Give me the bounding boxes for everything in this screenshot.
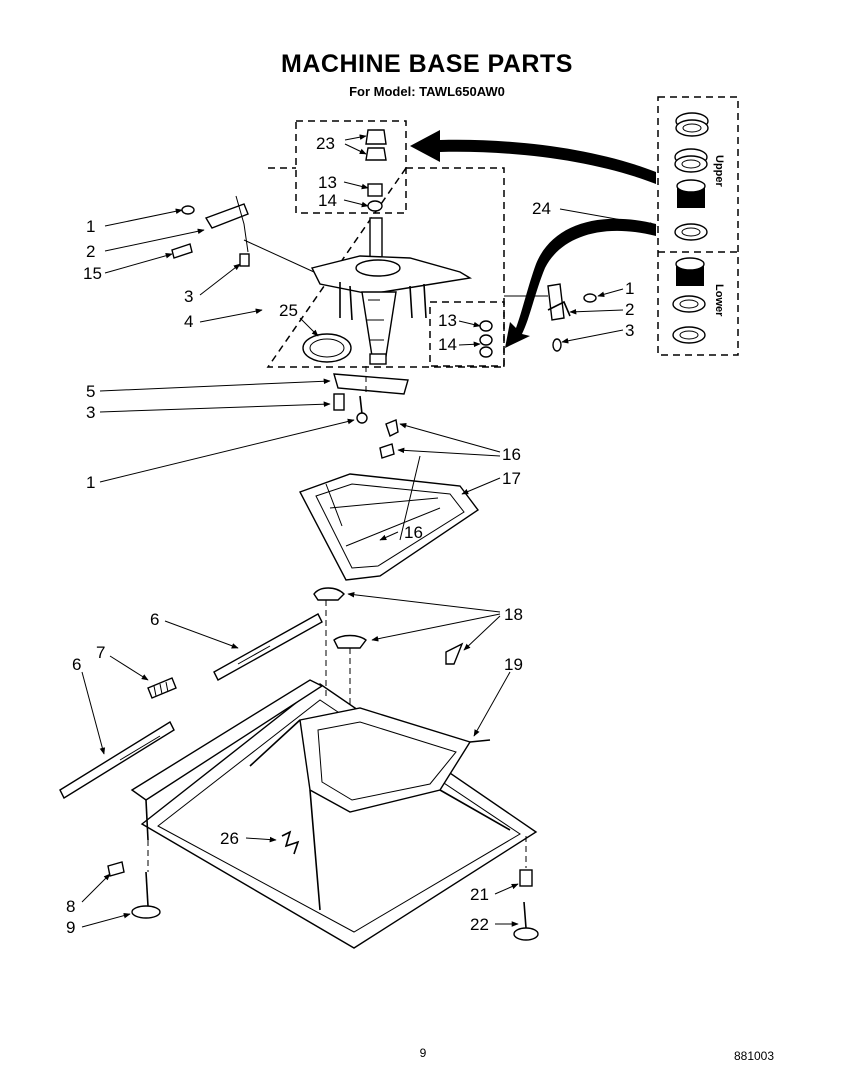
callout-18: 18 — [504, 605, 523, 624]
part-13-14-top — [367, 183, 383, 212]
callout-8: 8 — [66, 897, 75, 916]
callout-21: 21 — [470, 885, 489, 904]
part-18-clips — [313, 587, 464, 665]
callout-22: 22 — [470, 915, 489, 934]
part-19-base-frame — [130, 679, 538, 949]
callout-17: 17 — [502, 469, 521, 488]
callout-6: 6 — [72, 655, 81, 674]
callout-14: 14 — [438, 335, 457, 354]
upper-kit-label: Upper — [713, 155, 725, 188]
callout-1: 1 — [86, 473, 95, 492]
part-9-leveling-foot — [131, 871, 161, 919]
callout-15: 15 — [83, 264, 102, 283]
transmission-assembly — [310, 217, 473, 365]
part-21-nut — [519, 869, 533, 887]
part-7-roller — [147, 677, 177, 699]
part-8-screw — [107, 861, 125, 877]
page-title: MACHINE BASE PARTS — [281, 50, 573, 78]
callout-7: 7 — [96, 643, 105, 662]
callout-9: 9 — [66, 918, 75, 937]
upper-seal-parts — [674, 112, 709, 241]
callout-23: 23 — [316, 134, 335, 153]
part-6-rail-upper — [213, 613, 323, 681]
seal-kit-panel: Upper Lower — [657, 96, 739, 356]
left-bracket-hardware — [171, 195, 315, 273]
part-23-caps — [365, 129, 387, 161]
part-5-bracket — [333, 373, 409, 424]
callout-25: 25 — [279, 301, 298, 320]
callout-19: 19 — [504, 655, 523, 674]
page-number: 9 — [420, 1046, 427, 1060]
model-line: For Model: TAWL650AW0 — [349, 84, 505, 99]
dashed-group-top — [295, 120, 407, 214]
right-bracket-hardware — [504, 283, 597, 352]
callout-16: 16 — [502, 445, 521, 464]
leader-lines — [81, 134, 657, 928]
callout-13: 13 — [438, 311, 457, 330]
callout-14: 14 — [318, 191, 337, 210]
callout-1: 1 — [625, 279, 634, 298]
part-25-ring — [302, 333, 352, 363]
callout-2: 2 — [86, 242, 95, 261]
callout-5: 5 — [86, 382, 95, 401]
part-17-frame — [299, 455, 480, 581]
document-code: 881003 — [734, 1049, 774, 1063]
part-26-spring — [281, 830, 300, 855]
part-6-rail-lower — [59, 721, 175, 799]
callout-labels: 23 13 14 1 2 15 24 3 4 25 13 14 1 2 3 5 … — [66, 134, 634, 937]
callout-1: 1 — [86, 217, 95, 236]
callout-6: 6 — [150, 610, 159, 629]
callout-24: 24 — [532, 199, 551, 218]
part-13-14-right — [479, 320, 493, 358]
upper-kit-arrow — [410, 130, 656, 184]
lower-kit-arrow — [505, 218, 656, 348]
callout-16: 16 — [404, 523, 423, 542]
callout-3: 3 — [184, 287, 193, 306]
dashed-group-transmission — [266, 167, 505, 368]
lower-kit-label: Lower — [713, 284, 725, 317]
callout-4: 4 — [184, 312, 193, 331]
callout-3: 3 — [86, 403, 95, 422]
callout-2: 2 — [625, 300, 634, 319]
lower-seal-parts — [672, 257, 706, 344]
callout-26: 26 — [220, 829, 239, 848]
part-22-leveling-foot — [513, 901, 539, 941]
callout-13: 13 — [318, 173, 337, 192]
dashed-group-right — [429, 301, 505, 367]
callout-3: 3 — [625, 321, 634, 340]
